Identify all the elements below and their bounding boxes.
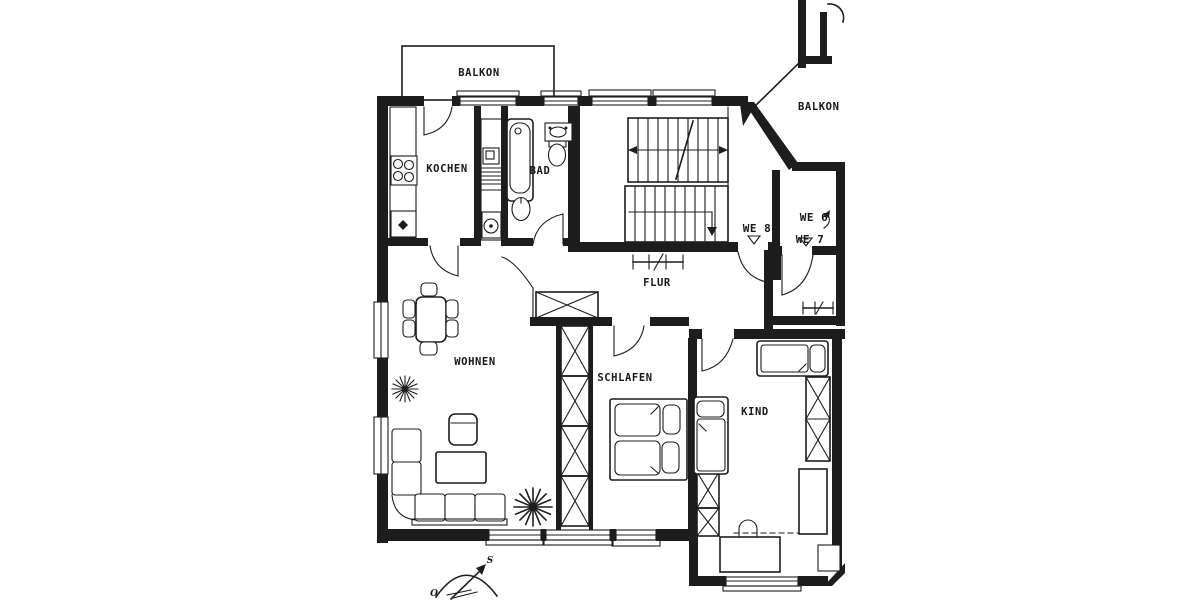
living-room-furniture bbox=[391, 282, 553, 527]
plant-icon bbox=[391, 375, 419, 403]
door-apartment-we67 bbox=[781, 254, 814, 296]
child-bed-left bbox=[693, 396, 729, 475]
kitchen-utility-column bbox=[480, 118, 503, 241]
entry-marker-we8 bbox=[746, 235, 762, 245]
living-room-label: WOHNEN bbox=[454, 356, 496, 368]
dining-table-set bbox=[402, 282, 459, 356]
inner-walls bbox=[388, 0, 845, 541]
hallway-label: FLUR bbox=[643, 277, 671, 289]
double-bed bbox=[609, 398, 688, 481]
child-room-corner-closet bbox=[696, 471, 720, 537]
opening-mark-hall bbox=[632, 253, 684, 271]
child-room-furniture bbox=[693, 340, 841, 573]
toilet-icon bbox=[547, 140, 567, 167]
child-room-wardrobe bbox=[805, 376, 831, 462]
window-living-2 bbox=[542, 529, 614, 546]
coffee-table bbox=[435, 451, 487, 484]
door-kitchen bbox=[429, 245, 459, 277]
unit-we8-label: WE 8 bbox=[743, 222, 772, 235]
door-child-room bbox=[701, 338, 734, 372]
balcony-right-label: BALKON bbox=[798, 101, 840, 113]
armchair bbox=[448, 413, 478, 446]
door-balcony bbox=[423, 106, 453, 136]
sun-east-label: O bbox=[430, 589, 438, 599]
door-living-room bbox=[501, 256, 534, 320]
room-labels: KOCHEN BAD FLUR WOHNEN SCHLAFEN KIND BAL… bbox=[426, 101, 839, 418]
childs-room-label: KIND bbox=[741, 406, 769, 418]
child-bed-top bbox=[756, 340, 829, 377]
kitchen-sink-icon bbox=[390, 210, 417, 238]
side-table bbox=[817, 544, 841, 572]
kitchen-label: KOCHEN bbox=[426, 163, 468, 175]
window-left-lower bbox=[373, 416, 389, 475]
hall-wardrobe bbox=[535, 291, 599, 319]
sink-cabinet-icon bbox=[544, 122, 573, 142]
door-bath bbox=[532, 213, 564, 245]
wardrobes bbox=[535, 291, 831, 537]
door-apartment-we8 bbox=[737, 251, 767, 283]
opening-mark-vestibule bbox=[802, 301, 834, 315]
bedroom-label: SCHLAFEN bbox=[597, 372, 652, 384]
sun-path-symbol: O S bbox=[430, 556, 499, 600]
window-child-room bbox=[722, 576, 802, 592]
plant-icon bbox=[513, 487, 553, 527]
outer-walls bbox=[377, 96, 845, 586]
balcony-top: BALKON bbox=[401, 45, 555, 101]
annotation-symbols bbox=[632, 210, 834, 315]
bathroom-fixtures bbox=[506, 118, 573, 222]
unit-we7-label: WE 7 bbox=[796, 233, 825, 246]
stove-icon bbox=[390, 155, 418, 186]
washing-machine-icon bbox=[481, 211, 502, 239]
corner-sofa bbox=[391, 428, 508, 526]
unit-we6-label: WE 6 bbox=[800, 211, 829, 224]
window-bath bbox=[540, 90, 582, 106]
window-stairwell-1 bbox=[588, 89, 652, 106]
window-living-1 bbox=[485, 529, 545, 546]
doors bbox=[423, 106, 814, 372]
window-left-upper bbox=[373, 301, 389, 359]
bath-label: BAD bbox=[530, 165, 551, 177]
desk-and-chair bbox=[719, 519, 801, 573]
entry-marker-we7 bbox=[798, 237, 814, 247]
balcony-top-label: BALKON bbox=[458, 67, 500, 79]
bathtub-icon bbox=[506, 118, 534, 202]
window-bedroom bbox=[611, 529, 661, 547]
window-stairwell-2 bbox=[652, 89, 716, 106]
windows bbox=[373, 89, 802, 592]
window-kitchen-balcony bbox=[456, 90, 520, 106]
washbasin-icon bbox=[511, 196, 531, 222]
door-bedroom bbox=[613, 325, 645, 357]
sun-south-label: S bbox=[487, 556, 494, 566]
we6-direction-arrow bbox=[823, 210, 830, 229]
kitchen-fixtures bbox=[389, 106, 503, 241]
stairwell bbox=[624, 117, 729, 243]
shelf bbox=[798, 468, 828, 535]
living-bedroom-closet-column bbox=[560, 325, 590, 527]
